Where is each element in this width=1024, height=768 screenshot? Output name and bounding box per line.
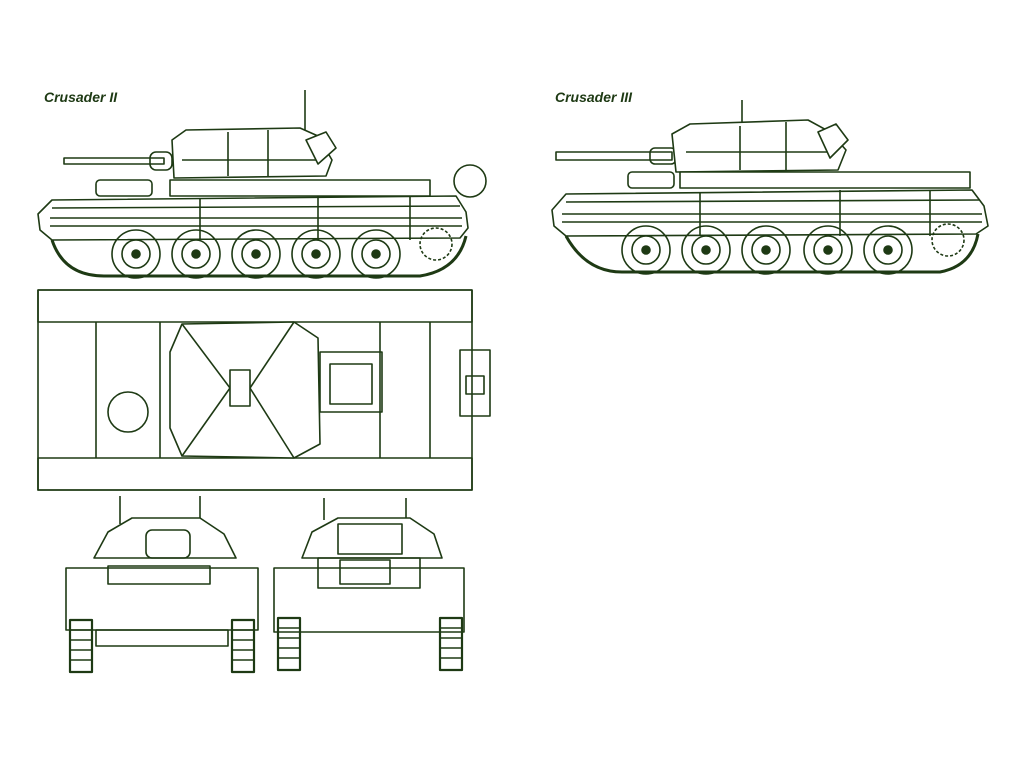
crusader-ii-title: Crusader II xyxy=(44,89,118,105)
crusader-iii-title: Crusader III xyxy=(555,89,633,105)
crusader-iii-road-wheels xyxy=(621,223,965,275)
crusader-ii-road-wheels xyxy=(111,227,453,279)
crusader-ii-front-view xyxy=(65,496,259,674)
crusader-iii-side-view xyxy=(551,100,989,275)
crusader-ii-rear-view xyxy=(273,498,465,672)
crusader-ii-top-view xyxy=(37,289,491,491)
crusader-ii-side-view xyxy=(37,90,487,279)
